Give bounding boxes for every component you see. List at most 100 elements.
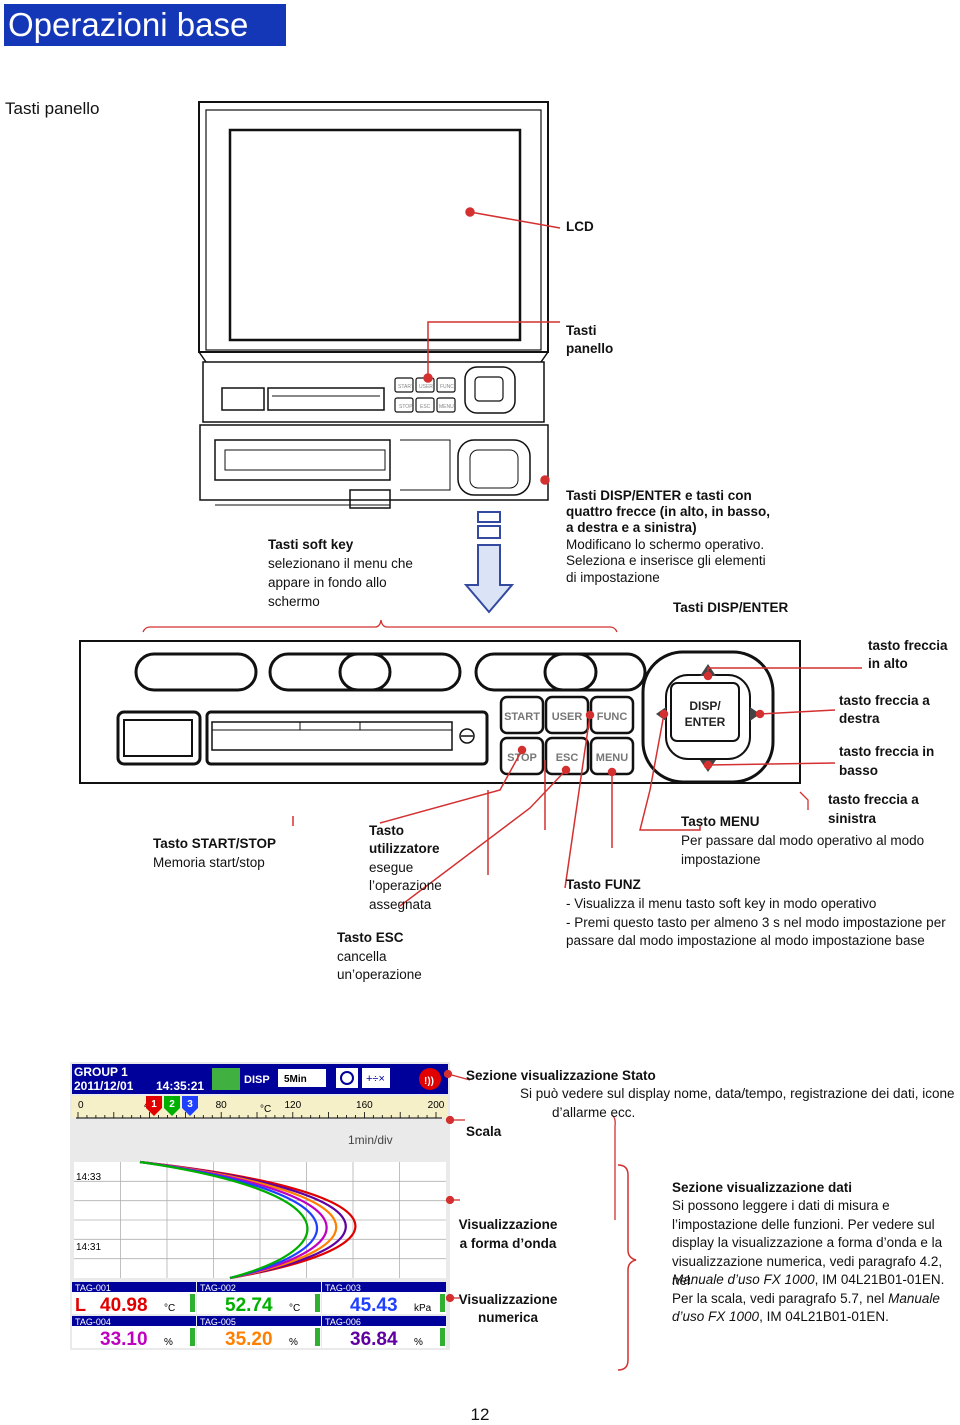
snapshot-icon [336,1068,358,1088]
func-key-title: Tasto FUNZ [566,877,641,892]
disp-title-l1: Tasti DISP/ENTER e tasti con [566,488,752,503]
screen-group: GROUP 1 [74,1065,128,1079]
scale-tick-label: 80 [216,1100,228,1111]
disp-title-l3: a destra e a sinistra) [566,520,697,535]
tag-value: 35.20 [225,1329,273,1350]
key-start: START [504,711,540,723]
scale-tick-label: 120 [284,1100,301,1111]
key-esc: ESC [556,752,579,764]
tag-header [322,1316,446,1326]
tag-value: 45.43 [350,1295,398,1316]
softkey-title: Tasti soft key [268,537,354,552]
arrow-down-label-l1: tasto freccia in [839,744,935,759]
data-section-l2: l’impostazione delle funzioni. Per veder… [672,1217,935,1232]
disp-desc-l2: Seleziona e inserisce gli elementi [566,553,766,568]
tag-unit: °C [164,1303,175,1314]
screen-callouts [443,1069,616,1303]
menu-key-desc-l2: impostazione [681,852,761,867]
disp-title-l2: quattro frecce (in alto, in basso, [566,504,771,519]
tag-unit: °C [289,1303,300,1314]
status-section-title: Sezione visualizzazione Stato [466,1068,656,1083]
esc-key-title: Tasto ESC [337,930,404,945]
arrow-up-label-l2: in alto [868,656,908,671]
start-stop-title: Tasto START/STOP [153,836,277,851]
arrow-left-label-l1: tasto freccia a [828,792,919,807]
user-key-title-l1: Tasto [369,823,405,838]
manual-ref-1-code: , IM 04L21B01-01EN. [814,1272,945,1287]
tag-unit: kPa [414,1303,432,1314]
esc-key-desc-l1: cancella [337,949,387,964]
tag-value: 52.74 [225,1295,273,1316]
trend-curve [139,1160,309,1280]
numeric-label-l2: numerica [477,1310,539,1325]
softkey-desc-l2: appare in fondo allo [268,575,387,590]
scale-unit: °C [260,1104,271,1115]
tag-header [72,1316,196,1326]
screen-mode: DISP [244,1074,270,1086]
time-mark-2: 14:31 [76,1242,101,1253]
key-func: FUNC [597,711,628,723]
tag-header [197,1316,321,1326]
scale-pointer [146,1096,162,1116]
arrow-up-label-l1: tasto freccia [868,638,948,653]
tag-unit: % [414,1337,423,1348]
tag-name: TAG-002 [200,1283,236,1293]
math-icon [362,1068,390,1088]
tag-value: 36.84 [350,1329,398,1350]
page-number: 12 [470,1405,490,1424]
wave-label-l1: Visualizzazione [458,1217,558,1232]
softkey-desc-l3: schermo [268,594,320,609]
data-section-l6: Per la scala, vedi paragrafo 5.7, nel Ma… [672,1290,940,1309]
key-disp: DISP/ [689,699,721,713]
scale-tick-label: 160 [356,1100,373,1111]
tag-name: TAG-006 [325,1317,361,1327]
data-section-l4: visualizzazione numerica, vedi paragrafo… [672,1254,943,1288]
status-section-desc-l2: d’allarme ecc. [552,1105,636,1120]
arrow-left-label-l2: sinistra [828,811,877,826]
data-section-l1: Si possono leggere i dati di misura e [672,1198,890,1213]
device-front-illustration: START USER FUNC STOP ESC MENU [142,101,618,633]
svg-text:+÷×: +÷× [366,1073,385,1085]
panel-keys-label-l2: panello [566,341,614,356]
alarm-icon [419,1068,441,1090]
data-brace [617,1164,637,1371]
tag-header [72,1282,196,1292]
screen-time: 14:35:21 [156,1079,204,1093]
scale-pointer [164,1096,180,1116]
scale-tick-label: 200 [428,1100,445,1111]
scale-ref: Per la scala, vedi paragrafo 5.7, nel [672,1291,889,1306]
screen-interval: 5Min [284,1074,307,1085]
arrow-right-label-l1: tasto freccia a [839,693,930,708]
key-user: USER [552,711,583,723]
wave-label-l2: a forma d’onda [459,1236,557,1251]
scale-label: Scala [466,1124,502,1139]
user-key-desc-l2: l’operazione [369,878,442,893]
menu-key-title: Tasto MENU [681,814,760,829]
data-section-title: Sezione visualizzazione dati [672,1180,853,1195]
svg-text:3: 3 [187,1099,193,1110]
data-section-l3: display la visualizzazione a forma d’ond… [672,1235,943,1250]
panel-keys-label-l1: Tasti [566,323,597,338]
record-icon [212,1068,240,1090]
lcd-label: LCD [566,219,594,234]
key-menu: MENU [596,752,628,764]
arrow-right-icon [750,707,760,721]
disp-enter-label: Tasti DISP/ENTER [673,600,789,615]
section-subtitle: Tasti panello [5,99,100,118]
svg-text:USER: USER [419,384,433,390]
svg-text:1: 1 [151,1099,157,1110]
recorder-screen: GROUP 1 2011/12/01 14:35:21 DISP 5Min +÷… [70,1062,450,1350]
svg-text:ESC: ESC [420,404,431,410]
time-mark-1: 14:33 [76,1172,101,1183]
func-key-desc-l1: - Visualizza il menu tasto soft key in m… [566,896,877,911]
tag-name: TAG-003 [325,1283,361,1293]
esc-key-desc-l2: un’operazione [337,967,422,982]
svg-text:STOP: STOP [399,404,413,410]
scale-tick-label: 0 [78,1100,84,1111]
manual-ref-2-code: , IM 04L21B01-01EN. [759,1309,889,1324]
func-key-desc-l3: passare dal modo impostazione al modo im… [566,933,925,948]
data-section-l5: Manuale d’uso FX 1000, IM 04L21B01-01EN. [672,1271,944,1290]
tag-value: 40.98 [100,1295,148,1316]
tag-header [322,1282,446,1292]
